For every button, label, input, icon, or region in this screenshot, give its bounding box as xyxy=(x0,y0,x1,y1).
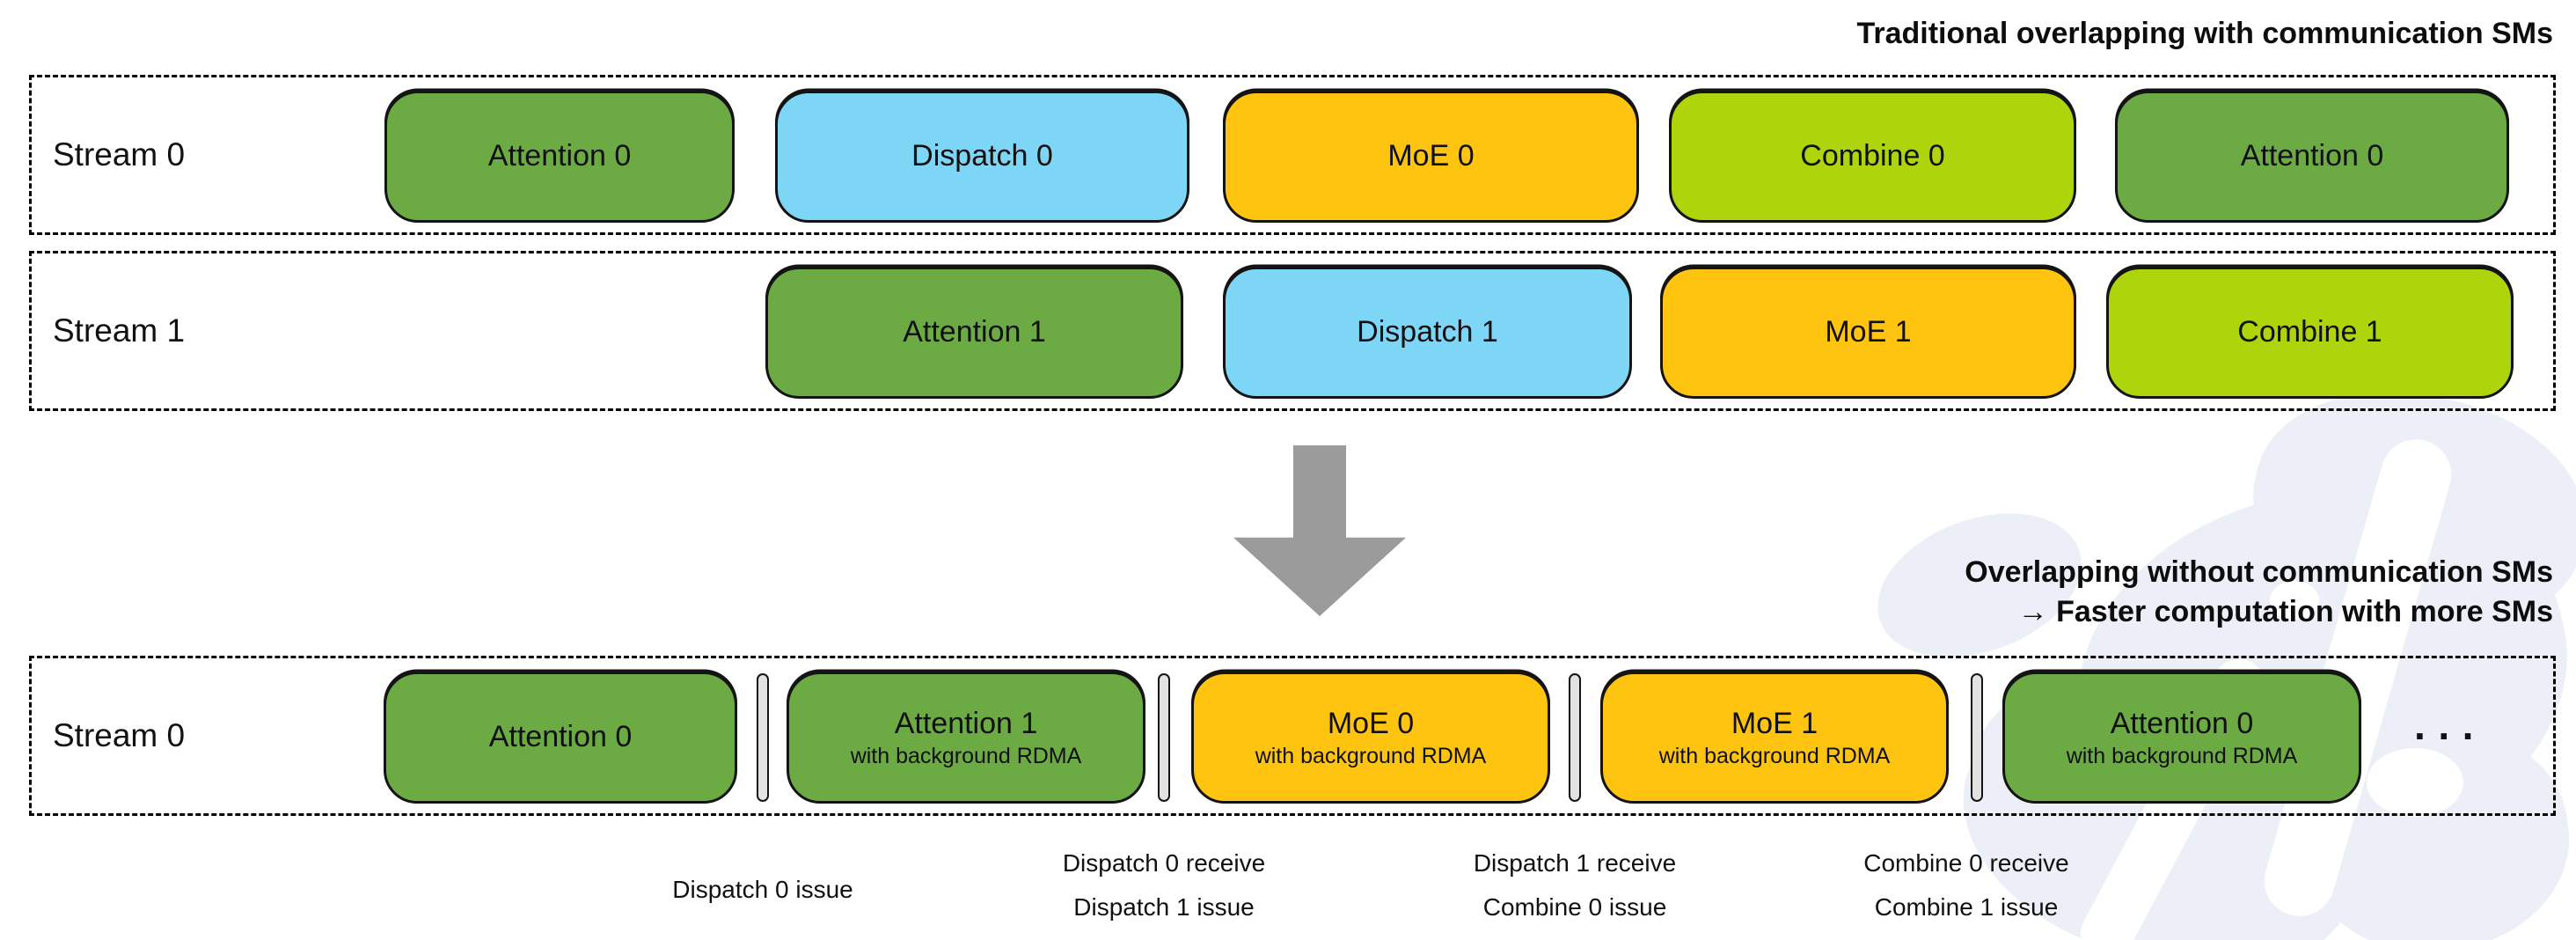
task-block-combine: Combine 1 xyxy=(2106,267,2514,399)
separator-bar xyxy=(757,673,769,802)
task-block-label: MoE 0 xyxy=(1327,707,1415,741)
task-block-sublabel: with background RDMA xyxy=(850,743,1082,768)
task-block-combine: Combine 0 xyxy=(1669,91,2076,223)
stream-label: Stream 1 xyxy=(53,312,186,349)
task-block-moe: MoE 0 with background RDMA xyxy=(1191,672,1550,804)
task-block-sublabel: with background RDMA xyxy=(1255,743,1487,768)
task-block-label: MoE 1 xyxy=(1825,315,1912,349)
annotation-dispatch0-receive: Dispatch 0 receive Dispatch 1 issue xyxy=(1006,841,1322,929)
separator-bar xyxy=(1158,673,1170,802)
annotation-line: Combine 0 issue xyxy=(1482,893,1667,921)
task-block-sublabel: with background RDMA xyxy=(1658,743,1891,768)
task-block-dispatch: Dispatch 0 xyxy=(775,91,1189,223)
task-block-attention: Attention 1 xyxy=(765,267,1183,399)
task-block-attention: Attention 1 with background RDMA xyxy=(787,672,1145,804)
stream-label: Stream 0 xyxy=(53,136,186,173)
bottom-caption: Overlapping without communication SMs → … xyxy=(1965,553,2553,632)
task-block-label: Combine 0 xyxy=(1800,139,1945,173)
bottom-caption-line-1: Overlapping without communication SMs xyxy=(1965,555,2553,589)
separator-bar xyxy=(1569,673,1581,802)
annotation-dispatch0-issue: Dispatch 0 issue xyxy=(604,868,921,912)
task-block-label: Attention 0 xyxy=(487,139,632,173)
annotation-line: Dispatch 0 issue xyxy=(672,876,853,903)
watermark-swoosh xyxy=(2270,581,2319,620)
annotation-line: Dispatch 1 issue xyxy=(1073,893,1255,921)
task-block-moe: MoE 1 xyxy=(1660,267,2076,399)
annotation-dispatch1-receive: Dispatch 1 receive Combine 0 issue xyxy=(1416,841,1733,929)
annotation-line: Dispatch 0 receive xyxy=(1062,849,1266,877)
task-block-label: MoE 1 xyxy=(1731,707,1819,741)
top-caption: Traditional overlapping with communicati… xyxy=(1856,17,2553,50)
down-arrow xyxy=(1233,445,1406,616)
task-block-moe: MoE 1 with background RDMA xyxy=(1600,672,1949,804)
stream-label: Stream 0 xyxy=(53,717,186,753)
task-block-dispatch: Dispatch 1 xyxy=(1223,267,1632,399)
stream-box-traditional-0: Stream 0 Attention 0 Dispatch 0 MoE 0 Co… xyxy=(29,75,2556,235)
task-block-label: Dispatch 1 xyxy=(1357,315,1498,349)
separator-bar xyxy=(1971,673,1983,802)
task-block-label: Attention 1 xyxy=(903,315,1046,349)
task-block-attention: Attention 0 xyxy=(384,672,737,804)
stream-box-overlapped-0: Stream 0 Attention 0 Attention 1 with ba… xyxy=(29,656,2556,816)
task-block-sublabel: with background RDMA xyxy=(2066,743,2298,768)
annotation-line: Combine 0 receive xyxy=(1863,849,2069,877)
watermark xyxy=(1830,378,2576,940)
task-block-label: Combine 1 xyxy=(2237,315,2382,349)
watermark-swoosh xyxy=(2367,748,2463,817)
task-block-label: Attention 0 xyxy=(2110,707,2254,741)
annotation-line: Combine 1 issue xyxy=(1874,893,2059,921)
stream-box-traditional-1: Stream 1 Attention 1 Dispatch 1 MoE 1 Co… xyxy=(29,251,2556,411)
task-block-attention: Attention 0 xyxy=(384,91,735,223)
task-block-label: Attention 0 xyxy=(488,720,633,754)
task-block-label: Attention 0 xyxy=(2240,139,2384,173)
annotation-line: Dispatch 1 receive xyxy=(1473,849,1677,877)
annotation-combine0-receive: Combine 0 receive Combine 1 issue xyxy=(1808,841,2125,929)
task-block-attention: Attention 0 xyxy=(2115,91,2509,223)
task-block-label: Attention 1 xyxy=(894,707,1038,741)
task-block-label: MoE 0 xyxy=(1387,139,1475,173)
bottom-caption-line-2: → Faster computation with more SMs xyxy=(2017,595,2553,628)
ellipsis: ··· xyxy=(2414,713,2486,759)
task-block-label: Dispatch 0 xyxy=(911,139,1053,173)
task-block-attention: Attention 0 with background RDMA xyxy=(2002,672,2361,804)
task-block-moe: MoE 0 xyxy=(1223,91,1639,223)
